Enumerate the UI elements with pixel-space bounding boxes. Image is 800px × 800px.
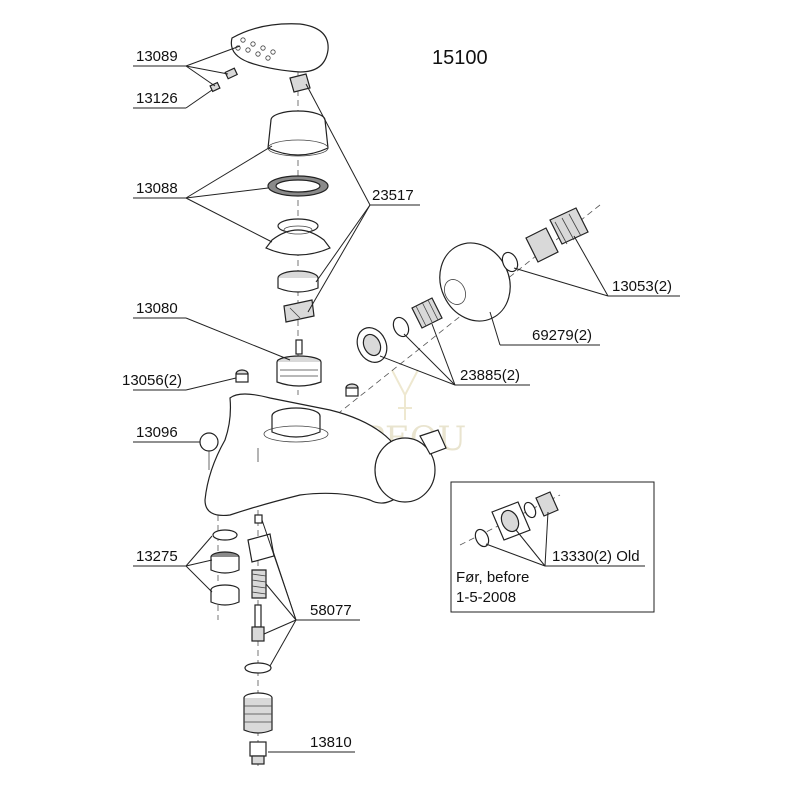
filter-screen-13056-left — [235, 369, 249, 383]
label-23517: 23517 — [372, 187, 414, 204]
label-13053: 13053(2) — [612, 278, 672, 295]
diagram-title: 15100 — [432, 47, 488, 69]
inlet-nut-23885 — [356, 327, 388, 363]
label-13080: 13080 — [136, 300, 178, 317]
connector-23885 — [411, 297, 443, 329]
base-cap-13088 — [265, 218, 331, 256]
cover-cap-13088 — [267, 110, 329, 157]
eccentric-13053 — [525, 207, 589, 263]
label-13096: 13096 — [136, 424, 178, 441]
stem-adaptor — [289, 73, 311, 93]
bushing-23517 — [277, 270, 319, 293]
ring-nut-13088 — [267, 175, 329, 197]
nipple-13810 — [249, 741, 267, 765]
mixer-body — [204, 393, 447, 517]
diverter-58077 — [244, 514, 275, 674]
outlet-adaptor — [243, 692, 273, 734]
grub-screw-13126 — [209, 67, 239, 93]
label-13088: 13088 — [136, 180, 178, 197]
label-58077: 58077 — [310, 602, 352, 619]
button-13096 — [199, 432, 219, 470]
washer-13053 — [501, 251, 519, 273]
filter-screen-13056-right — [345, 383, 359, 397]
leader-lines — [133, 45, 680, 753]
label-13810: 13810 — [310, 734, 352, 751]
spindle-23517 — [283, 299, 315, 323]
label-13330-old: 13330(2) Old — [552, 548, 640, 565]
inset-old-version — [450, 481, 655, 613]
part-labels: 13089 13126 13088 23517 13053(2) 69279(2… — [122, 48, 672, 751]
handle-lever-13089 — [230, 23, 329, 73]
inset-note-line2: 1-5-2008 — [456, 589, 516, 606]
washer-23885 — [392, 316, 410, 338]
label-13126: 13126 — [136, 90, 178, 107]
aerator-13275 — [210, 529, 240, 606]
label-13275: 13275 — [136, 548, 178, 565]
label-69279: 69279(2) — [532, 327, 592, 344]
label-23885: 23885(2) — [460, 367, 520, 384]
inset-note-line1: Før, before — [456, 569, 529, 586]
cartridge-13080 — [276, 339, 322, 387]
label-13089: 13089 — [136, 48, 178, 65]
label-13056: 13056(2) — [122, 372, 182, 389]
